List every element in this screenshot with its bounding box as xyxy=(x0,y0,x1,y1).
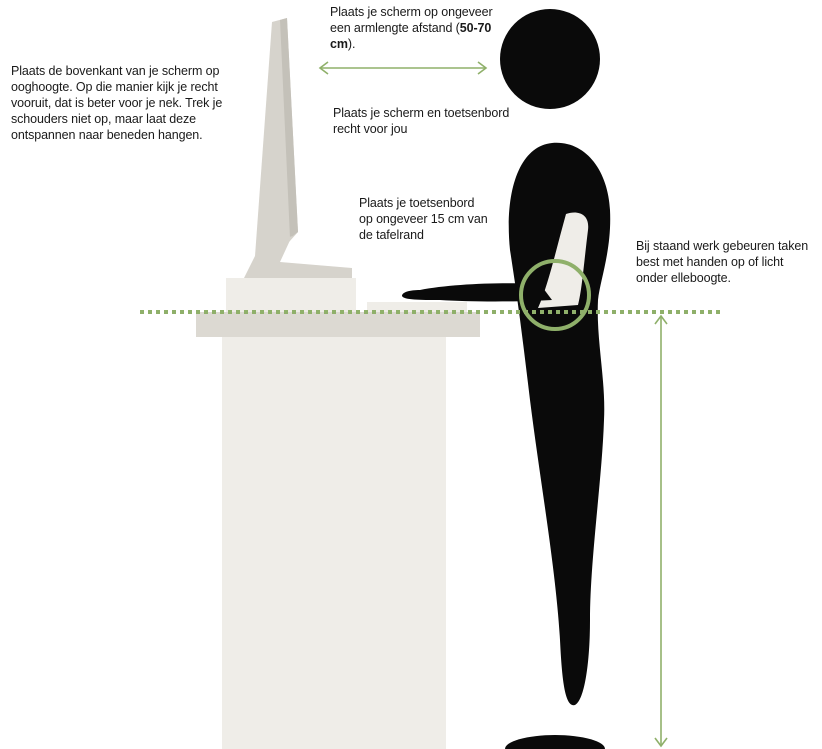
distance-note-suffix: ). xyxy=(348,37,355,51)
screen-distance-note: Plaats je scherm op ongeveer een armleng… xyxy=(330,4,505,52)
keyboard-distance-note: Plaats je toetsenbord op ongeveer 15 cm … xyxy=(359,195,489,243)
person-forearm xyxy=(402,283,552,301)
person-foot xyxy=(505,735,605,749)
person-body xyxy=(509,143,610,705)
height-arrow xyxy=(655,316,667,746)
monitor-stand-base xyxy=(226,278,356,312)
distance-arrow xyxy=(320,62,486,74)
person-head xyxy=(500,9,600,109)
desk-top xyxy=(196,312,480,337)
desk-leg xyxy=(222,335,446,749)
standing-work-note: Bij staand werk gebeuren taken best met … xyxy=(636,238,816,286)
screen-height-note: Plaats de bovenkant van je scherm op oog… xyxy=(11,63,261,143)
screen-front-note: Plaats je scherm en toetsenbord recht vo… xyxy=(333,105,513,137)
